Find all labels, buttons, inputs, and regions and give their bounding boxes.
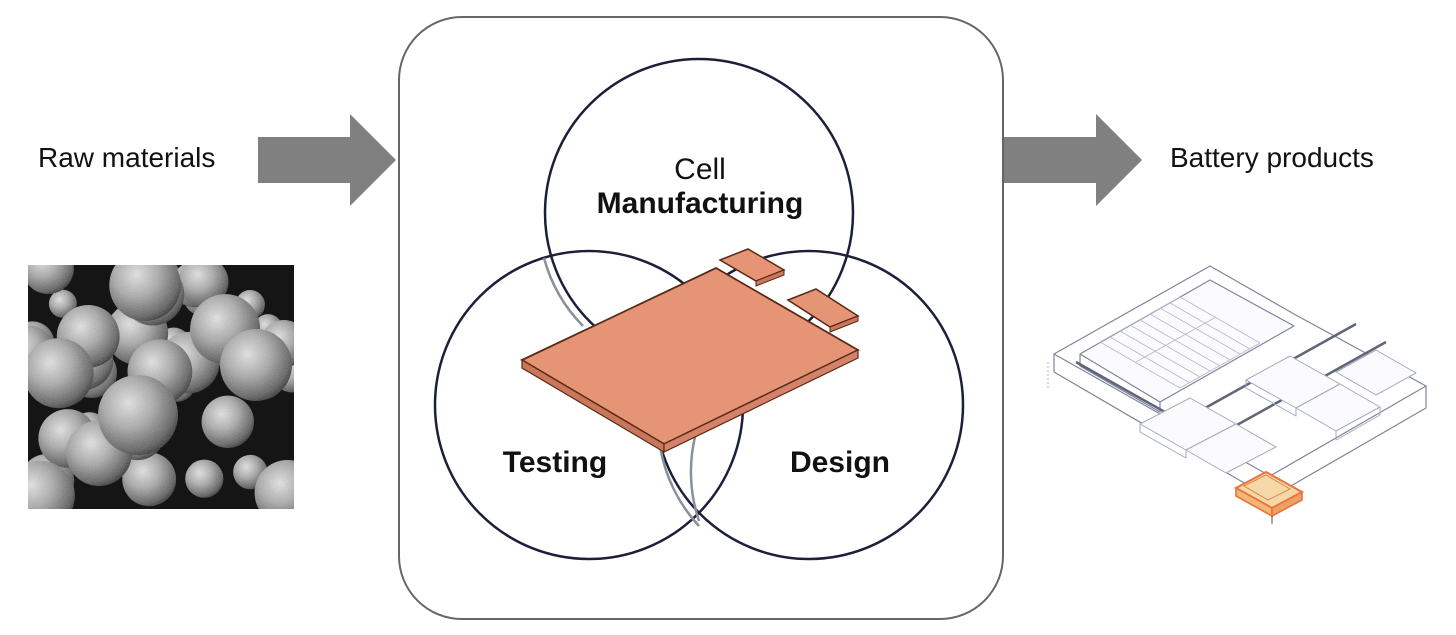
particle-texture-46 <box>220 329 292 401</box>
manufacturing-label: Manufacturing <box>596 187 804 220</box>
sem-particles-image <box>28 265 294 509</box>
particle-texture-47 <box>98 375 178 455</box>
venn-diagram <box>433 57 965 561</box>
pouch-cell-icon <box>520 248 860 454</box>
battery-pack-image <box>1047 265 1427 524</box>
particle-texture-0 <box>48 289 77 318</box>
design-label: Design <box>789 446 891 479</box>
particle-texture-44 <box>28 460 75 509</box>
particle-texture-28 <box>201 395 254 448</box>
particle-texture-12 <box>185 459 224 498</box>
battery-products-label: Battery products <box>1170 142 1374 173</box>
cell-label: Cell <box>674 153 726 186</box>
raw-materials-label: Raw materials <box>38 142 216 173</box>
particle-texture-30 <box>122 452 177 507</box>
input-arrow-icon <box>258 114 396 206</box>
testing-label: Testing <box>502 446 608 479</box>
particle-texture-45 <box>109 265 181 321</box>
particle-texture-26 <box>28 265 74 294</box>
output-arrow-icon <box>1004 114 1142 206</box>
highlighted-cell-icon <box>1233 470 1305 524</box>
cell-manufacturing-label: Cell Manufacturing <box>590 153 810 221</box>
particle-texture-41 <box>254 460 294 509</box>
particle-texture-42 <box>28 338 94 409</box>
